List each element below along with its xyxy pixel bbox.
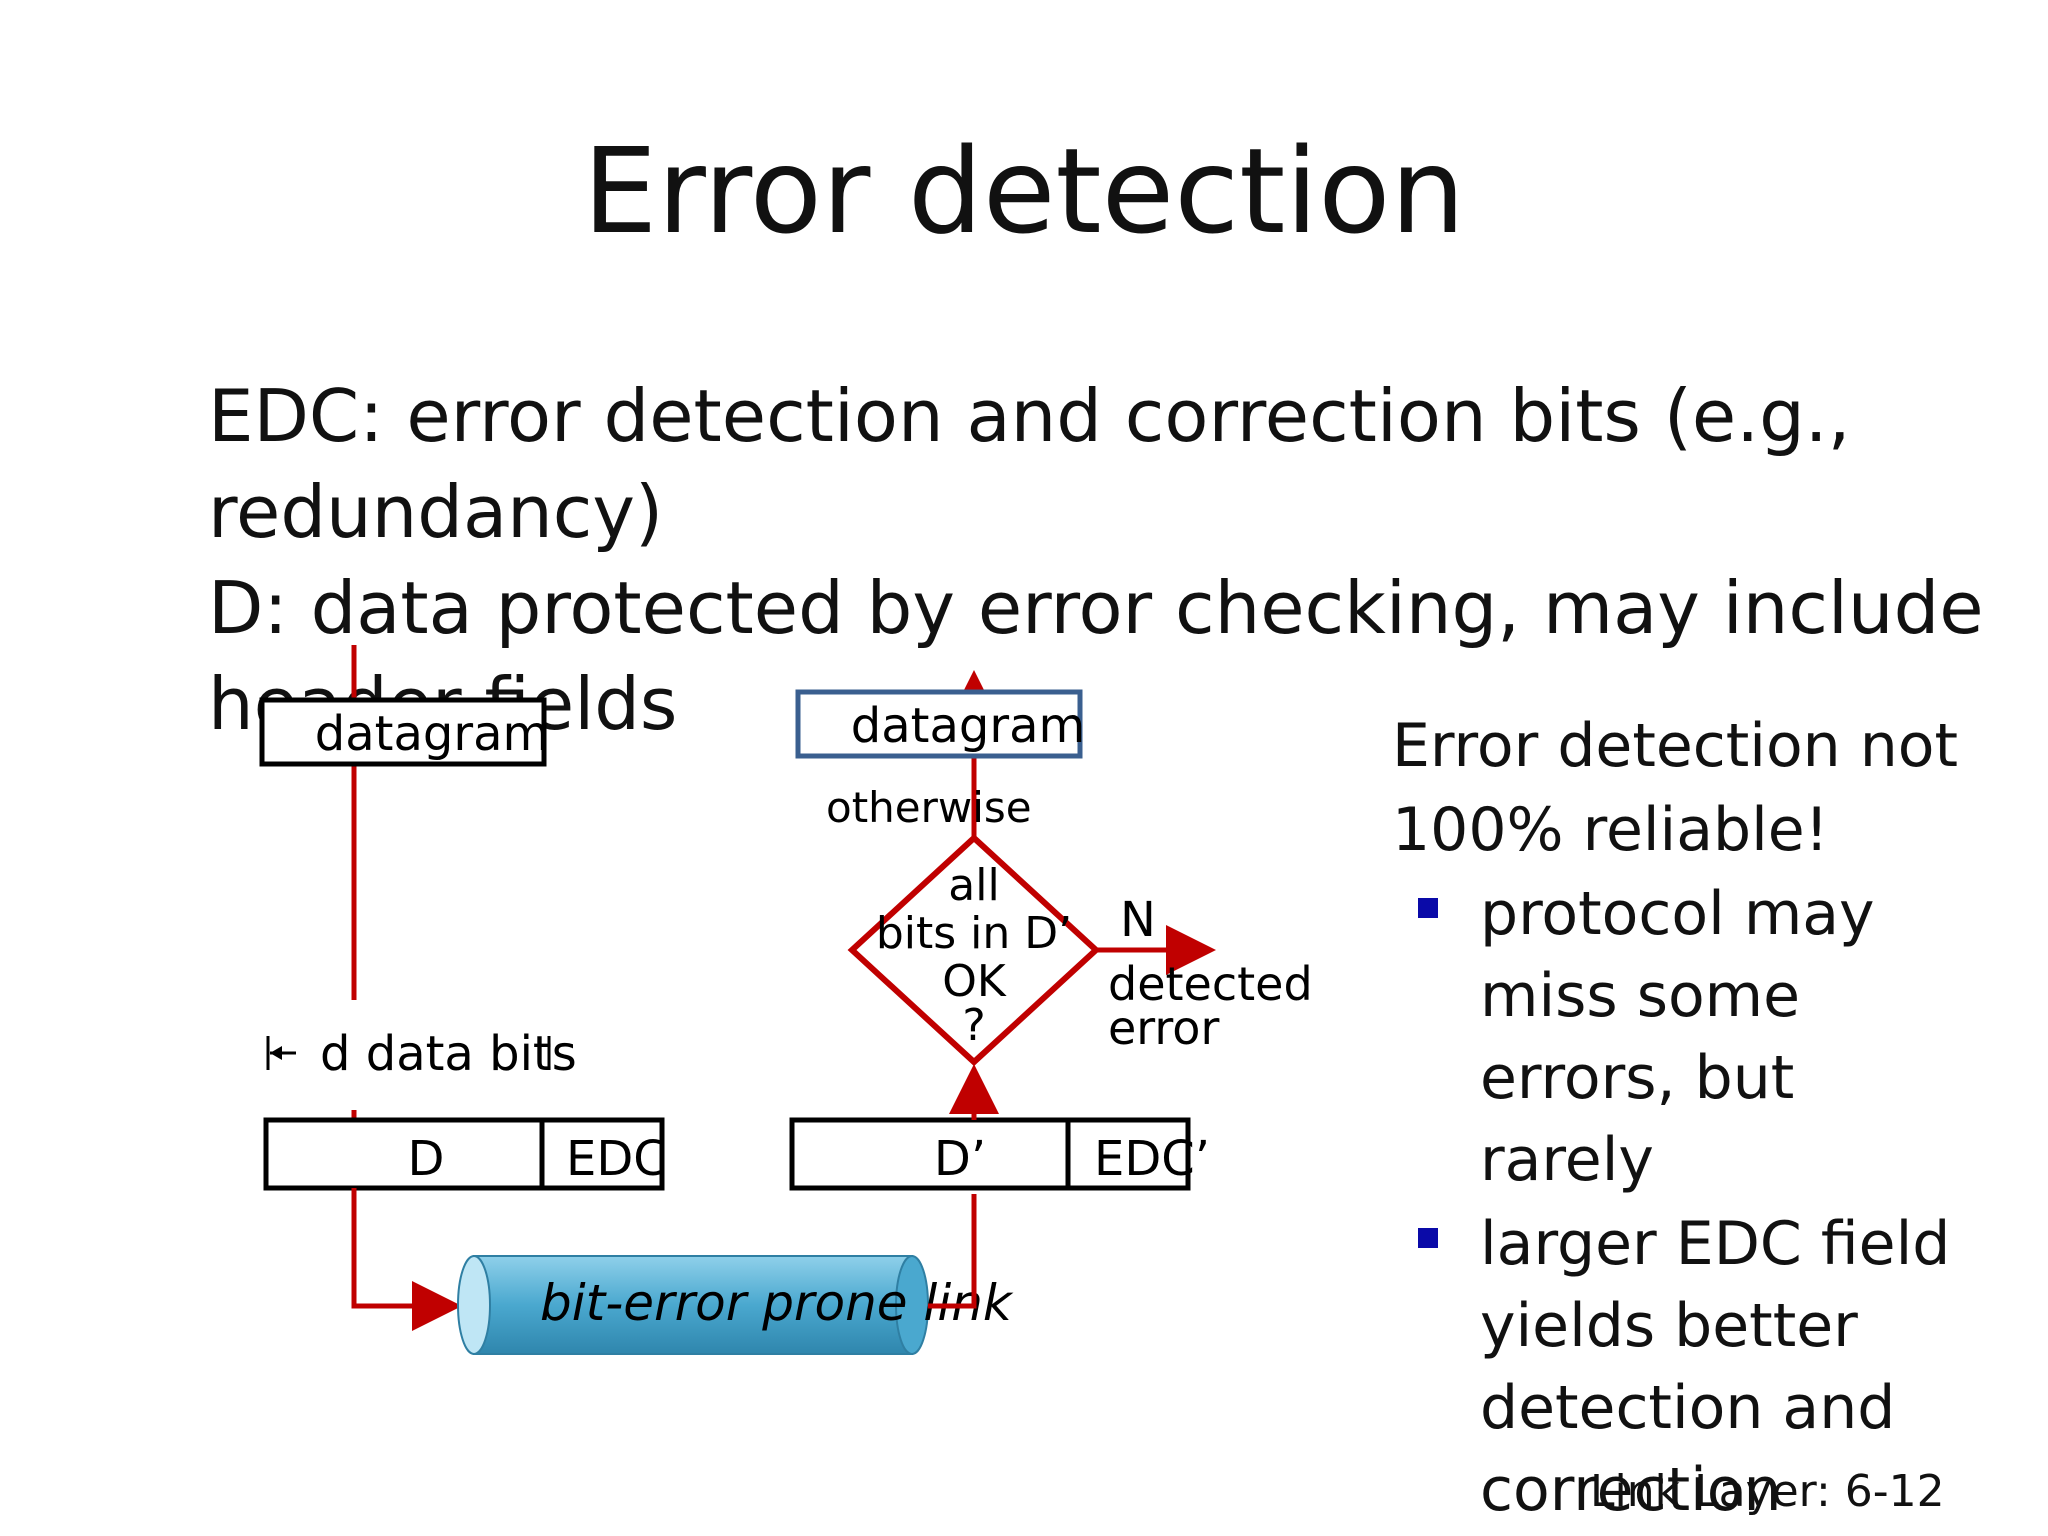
body-line-edc: EDC: error detection and correction bits… [208,374,1851,458]
d-bits-arrowhead [270,1046,282,1060]
body-line-d: D: data protected by error checking, may… [208,566,1984,650]
receiver-frame-box [789,1117,1191,1191]
bullet-text: detection and [1480,1373,1896,1443]
receiver-d-label: D’ [934,1131,986,1187]
slide-footer: Link Layer: 6-12 [1590,1466,1945,1517]
detected-error-line-2: error [1108,1001,1219,1055]
bullet-text: rarely [1480,1125,1654,1195]
bullet-text: errors, but [1480,1043,1795,1113]
sender-datagram-box [259,697,547,767]
link-to-receiver-line [928,1194,977,1309]
sender-to-link-arrow [351,1188,462,1331]
bullet-text: correction [1480,1455,1782,1525]
decision-line-1: all [948,860,999,911]
sender-frame-box [263,1117,665,1191]
decision-line-2: bits in D’ [876,908,1072,959]
otherwise-label: otherwise [826,783,1032,832]
receiver-datagram-label: datagram [851,698,1086,754]
bullet-text: miss some [1480,961,1801,1031]
sender-datagram-label: datagram [315,706,550,762]
bullet-text: protocol may [1480,879,1875,949]
receiver-edc-label: EDC’ [1094,1131,1210,1187]
link-label: bit-error prone link [540,1274,1014,1332]
detected-error-line-1: detected [1108,957,1313,1011]
decision-line-3: OK [942,956,1007,1007]
sender-edc-label: EDC [566,1131,667,1187]
bullet-text: larger EDC field [1480,1209,1951,1279]
side-heading-line-2: 100% reliable! [1392,795,1829,865]
square-bullet-icon [1418,1228,1438,1248]
bullet-text: yields better [1480,1291,1858,1361]
decision-line-4: ? [962,1000,985,1051]
side-heading-line-1: Error detection not [1392,711,1959,781]
link-cylinder-left-end [457,1255,491,1355]
decision-diamond [847,833,1101,1067]
d-data-bits-label: d data bits [320,1026,577,1082]
no-label: N [1120,892,1156,948]
sender-d-label: D [408,1131,445,1187]
body-line-redundancy: redundancy) [208,470,664,554]
square-bullet-icon [1418,898,1438,918]
slide-title: Error detection [582,122,1466,260]
receiver-datagram-box [795,689,1083,759]
